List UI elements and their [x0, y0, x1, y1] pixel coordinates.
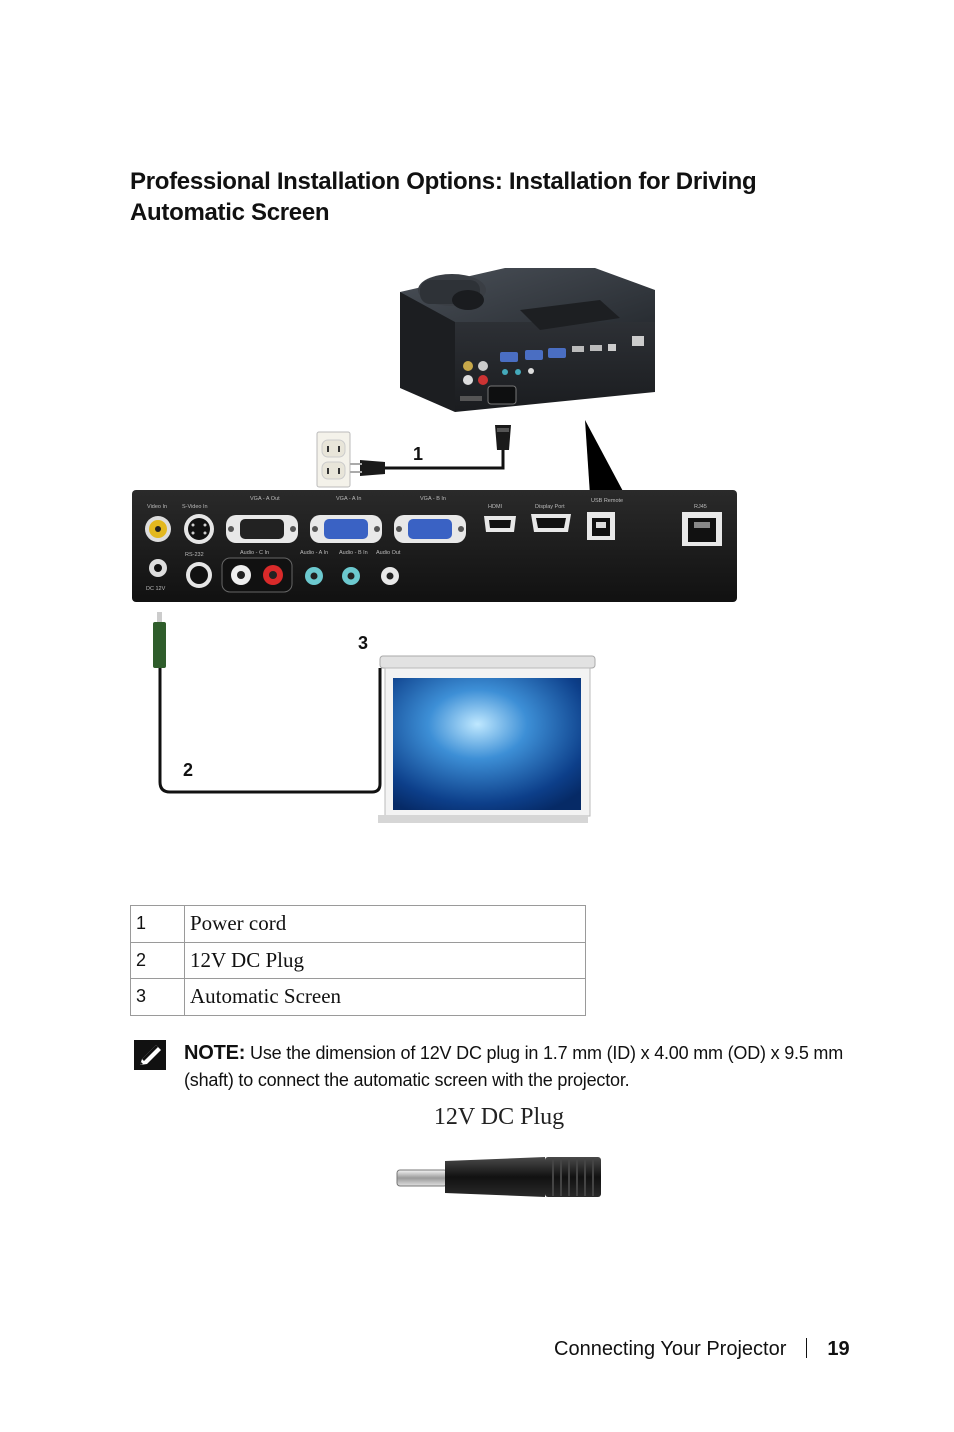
note-label: NOTE:	[184, 1042, 246, 1064]
note-text: Use the dimension of 12V DC plug in 1.7 …	[184, 1043, 844, 1090]
svg-text:DC 12V: DC 12V	[146, 586, 166, 592]
callout-1: 1	[413, 444, 423, 464]
callout-3: 3	[358, 633, 368, 653]
legend-label: Power cord	[184, 905, 586, 943]
zoom-indicator	[585, 420, 625, 495]
pencil-note-icon	[134, 1040, 166, 1070]
svg-text:Audio - B In: Audio - B In	[339, 550, 368, 556]
svg-text:RS-232: RS-232	[185, 552, 204, 558]
wall-outlet-image	[316, 431, 351, 488]
dc-plug-image	[396, 1157, 601, 1197]
legend-label: 12V DC Plug	[184, 941, 586, 979]
connection-diagram: 1 Video In S-Video In VGA - A Out VGA - …	[132, 268, 737, 823]
svg-text:S-Video In: S-Video In	[182, 504, 208, 510]
legend-table: 1 Power cord 2 12V DC Plug 3 Automatic S…	[130, 905, 586, 1016]
svg-text:VGA - A In: VGA - A In	[336, 496, 361, 502]
connector-panel-image: Video In S-Video In VGA - A Out VGA - A …	[132, 490, 737, 602]
svg-text:USB Remote: USB Remote	[591, 498, 623, 504]
table-row: 1 Power cord	[130, 905, 586, 943]
legend-number: 2	[130, 941, 185, 979]
svg-text:VGA - A Out: VGA - A Out	[250, 496, 280, 502]
svg-text:RJ45: RJ45	[694, 504, 707, 510]
page-footer: Connecting Your Projector 19	[554, 1338, 850, 1366]
footer-section-title: Connecting Your Projector	[554, 1338, 787, 1360]
table-row: 3 Automatic Screen	[130, 978, 586, 1016]
page-heading: Professional Installation Options: Insta…	[130, 168, 757, 226]
legend-number: 3	[130, 978, 185, 1016]
table-row: 2 12V DC Plug	[130, 941, 586, 979]
legend-number: 1	[130, 905, 185, 943]
svg-text:Audio - A In: Audio - A In	[300, 550, 328, 556]
svg-text:Video In: Video In	[147, 504, 167, 510]
dc-cable-image	[153, 612, 382, 794]
svg-text:VGA - B In: VGA - B In	[420, 496, 446, 502]
footer-divider	[806, 1338, 808, 1358]
automatic-screen-image	[378, 655, 596, 823]
power-cord-image	[350, 425, 511, 476]
plug-caption: 12V DC Plug	[433, 1104, 565, 1130]
note-paragraph: NOTE: Use the dimension of 12V DC plug i…	[184, 1040, 884, 1094]
svg-text:Audio - C In: Audio - C In	[240, 550, 269, 556]
svg-text:Display Port: Display Port	[535, 504, 565, 510]
svg-text:Audio Out: Audio Out	[376, 550, 401, 556]
legend-label: Automatic Screen	[184, 978, 586, 1016]
svg-text:HDMI: HDMI	[488, 504, 503, 510]
page-number: 19	[827, 1338, 850, 1360]
callout-2: 2	[183, 760, 193, 780]
projector-image	[400, 268, 655, 412]
